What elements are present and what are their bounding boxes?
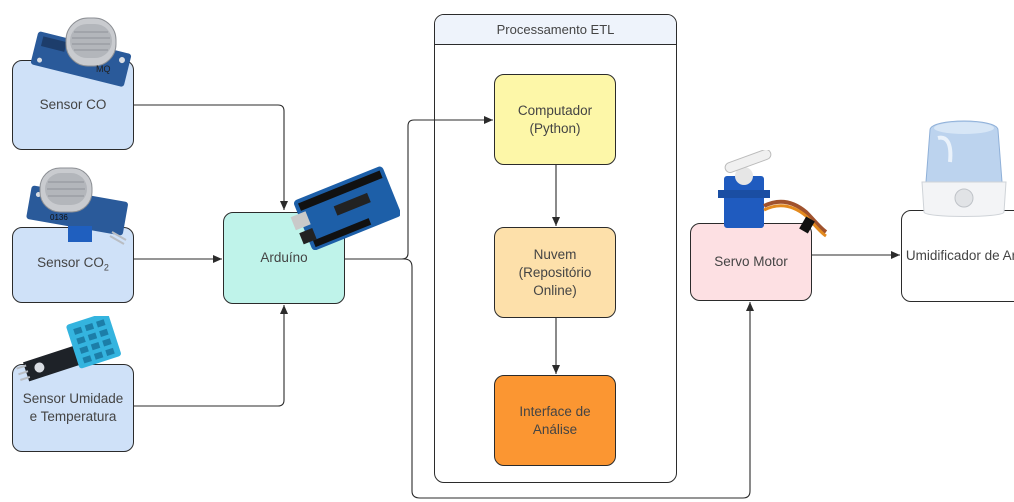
servo-label: Servo Motor: [714, 254, 788, 269]
etl-group-title: Processamento ETL: [435, 15, 676, 45]
nuvem-node[interactable]: Nuvem (Repositório Online): [494, 227, 616, 318]
mq-sensor-text: MQ: [96, 64, 111, 74]
servo-node[interactable]: Servo Motor: [690, 223, 812, 301]
sensor-co2-label: Sensor CO2: [37, 254, 109, 277]
computador-label: Computador (Python): [517, 102, 593, 136]
servo-motor-image: [718, 150, 828, 238]
sensor-umidade-label: Sensor Umidade e Temperatura: [22, 391, 124, 424]
etl-group-frame: Processamento ETL: [434, 14, 677, 483]
umidificador-node[interactable]: Umidificador de Ar: [901, 210, 1014, 302]
interface-node[interactable]: Interface de Análise: [494, 375, 616, 466]
mq-gas-sensor-image: MQ: [30, 17, 132, 87]
arduino-board-image: [290, 166, 400, 250]
computador-node[interactable]: Computador (Python): [494, 74, 616, 165]
co2-gas-sensor-image: 0136: [26, 167, 128, 245]
arduino-label: Arduíno: [260, 250, 308, 265]
edge-arduino-to-servo: [344, 258, 754, 499]
edge-sensor-umidade-to-arduino: [133, 305, 288, 407]
humidifier-image: [921, 120, 1007, 217]
edge-sensor-co-to-arduino: [133, 104, 288, 210]
umidificador-label: Umidificador de Ar: [905, 248, 1014, 263]
nuvem-label: Nuvem (Repositório Online): [518, 246, 592, 298]
dht-sensor-image: [16, 316, 121, 382]
sensor-co-label: Sensor CO: [39, 97, 107, 112]
sensor-co2-label-sub: 2: [103, 262, 109, 273]
co2-sensor-text: 0136: [50, 213, 68, 222]
sensor-co2-label-main: Sensor CO: [37, 254, 104, 270]
interface-label: Interface de Análise: [519, 403, 591, 437]
